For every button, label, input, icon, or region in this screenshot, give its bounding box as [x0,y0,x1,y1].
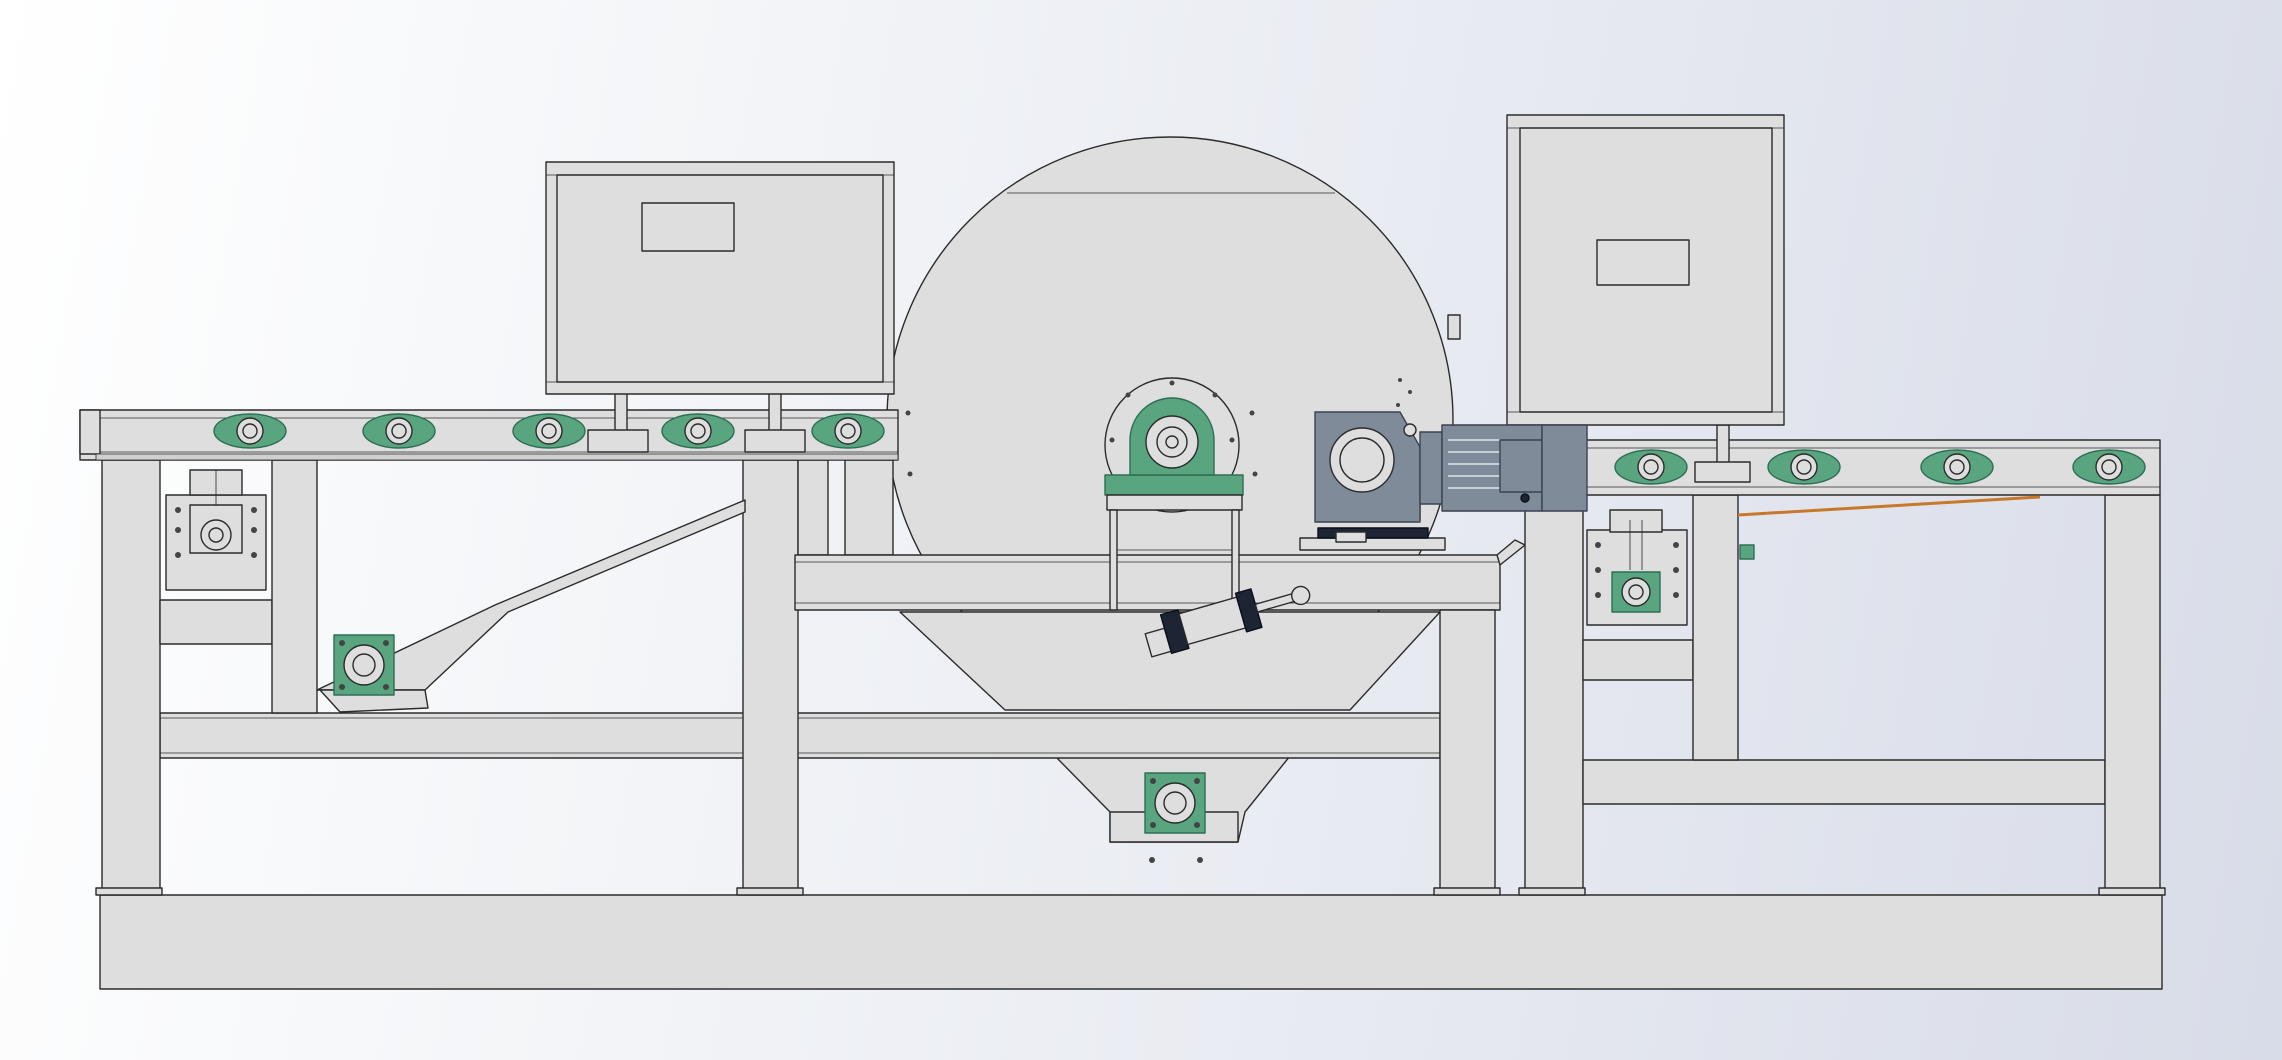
flange-bearing-6 [1614,449,1688,485]
flange-bearing-5 [811,413,885,449]
hood-left-supports [587,392,806,453]
drum-bearing-stand [1106,494,1243,611]
drum-pillow-block-bearing [1104,397,1244,496]
right-hood [1506,114,1785,426]
flange-bearing-4 [661,413,735,449]
flange-bearing-2 [362,413,436,449]
take-up-bearing-left [165,469,267,591]
gear-motor [1299,411,1588,551]
flange-bearing-7 [1767,449,1841,485]
left-hood [545,161,895,395]
left-conveyor-frame [79,409,1441,896]
square-bearing-chute [1144,772,1206,834]
flange-bearing-1 [213,413,287,449]
base-plate [99,894,2163,990]
drum-support-beam [794,539,1526,896]
flange-bearing-3 [512,413,586,449]
flange-bearing-8 [1920,449,1994,485]
air-cylinder [1144,531,1367,658]
square-bearing-left [333,634,395,696]
flange-bearing-9 [2072,449,2146,485]
right-conveyor-frame [1518,439,2166,896]
hood-right-supports [1694,424,1751,483]
take-up-bearing-right [1586,509,1688,626]
